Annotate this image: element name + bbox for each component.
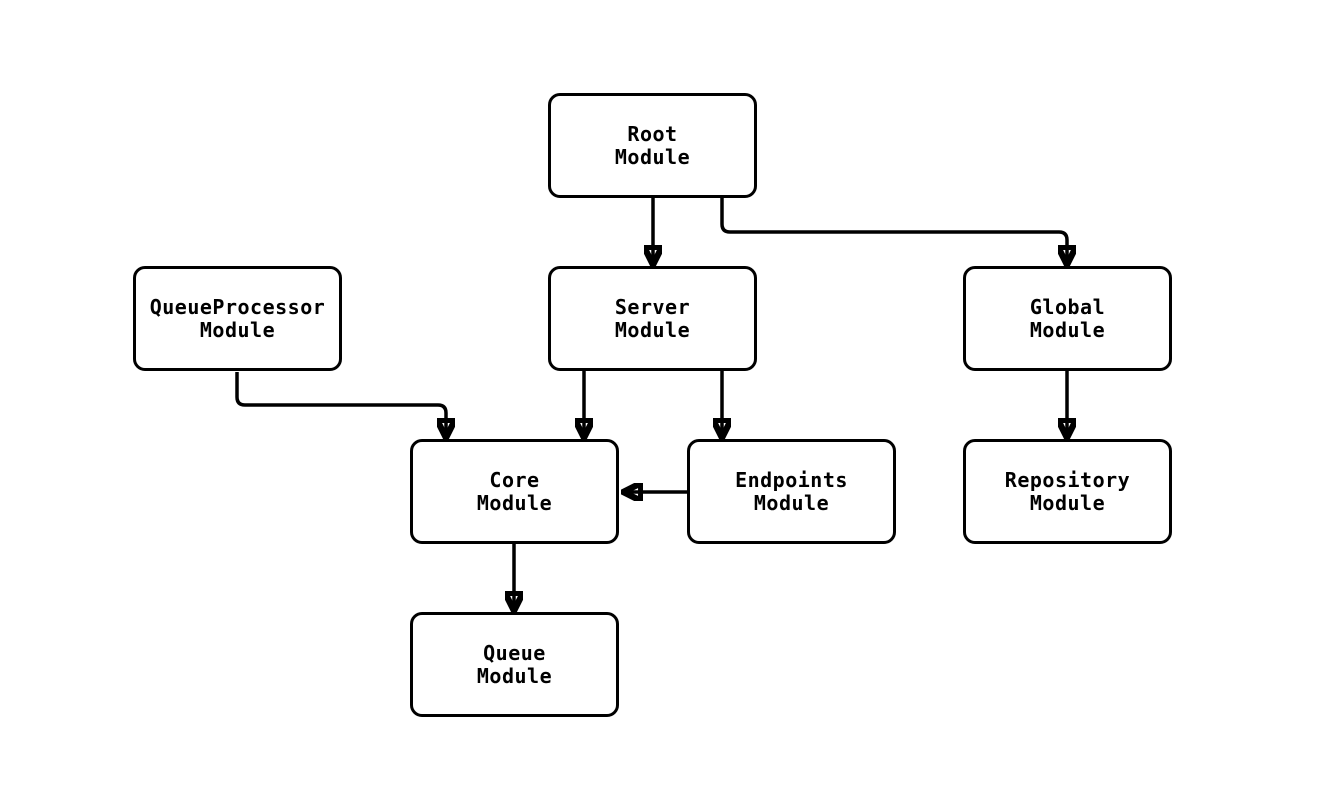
node-endpoints-module: Endpoints Module (687, 439, 896, 544)
edge-root-to-global (720, 198, 1067, 263)
node-label-line: Module (1029, 317, 1106, 342)
node-label-line: Root (627, 121, 678, 146)
node-label-line: Queue (483, 640, 546, 665)
node-label-line: Module (1029, 490, 1106, 515)
node-queueprocessor-module: QueueProcessor Module (133, 266, 342, 371)
node-root-module: Root Module (548, 93, 757, 198)
node-label-line: Global (1029, 294, 1106, 319)
node-label-line: Module (753, 490, 830, 515)
node-label-line: Module (476, 490, 553, 515)
edge-queueprocessor-to-core (235, 372, 446, 436)
node-label-line: Repository (1004, 467, 1131, 492)
node-repository-module: Repository Module (963, 439, 1172, 544)
node-label-line: Core (489, 467, 540, 492)
node-server-module: Server Module (548, 266, 757, 371)
node-label-line: Endpoints (735, 467, 848, 492)
node-label-line: QueueProcessor (149, 294, 326, 319)
node-label-line: Module (199, 317, 276, 342)
node-core-module: Core Module (410, 439, 619, 544)
node-label-line: Module (614, 144, 691, 169)
node-label-line: Module (614, 317, 691, 342)
node-global-module: Global Module (963, 266, 1172, 371)
node-queue-module: Queue Module (410, 612, 619, 717)
node-label-line: Module (476, 663, 553, 688)
node-label-line: Server (614, 294, 691, 319)
